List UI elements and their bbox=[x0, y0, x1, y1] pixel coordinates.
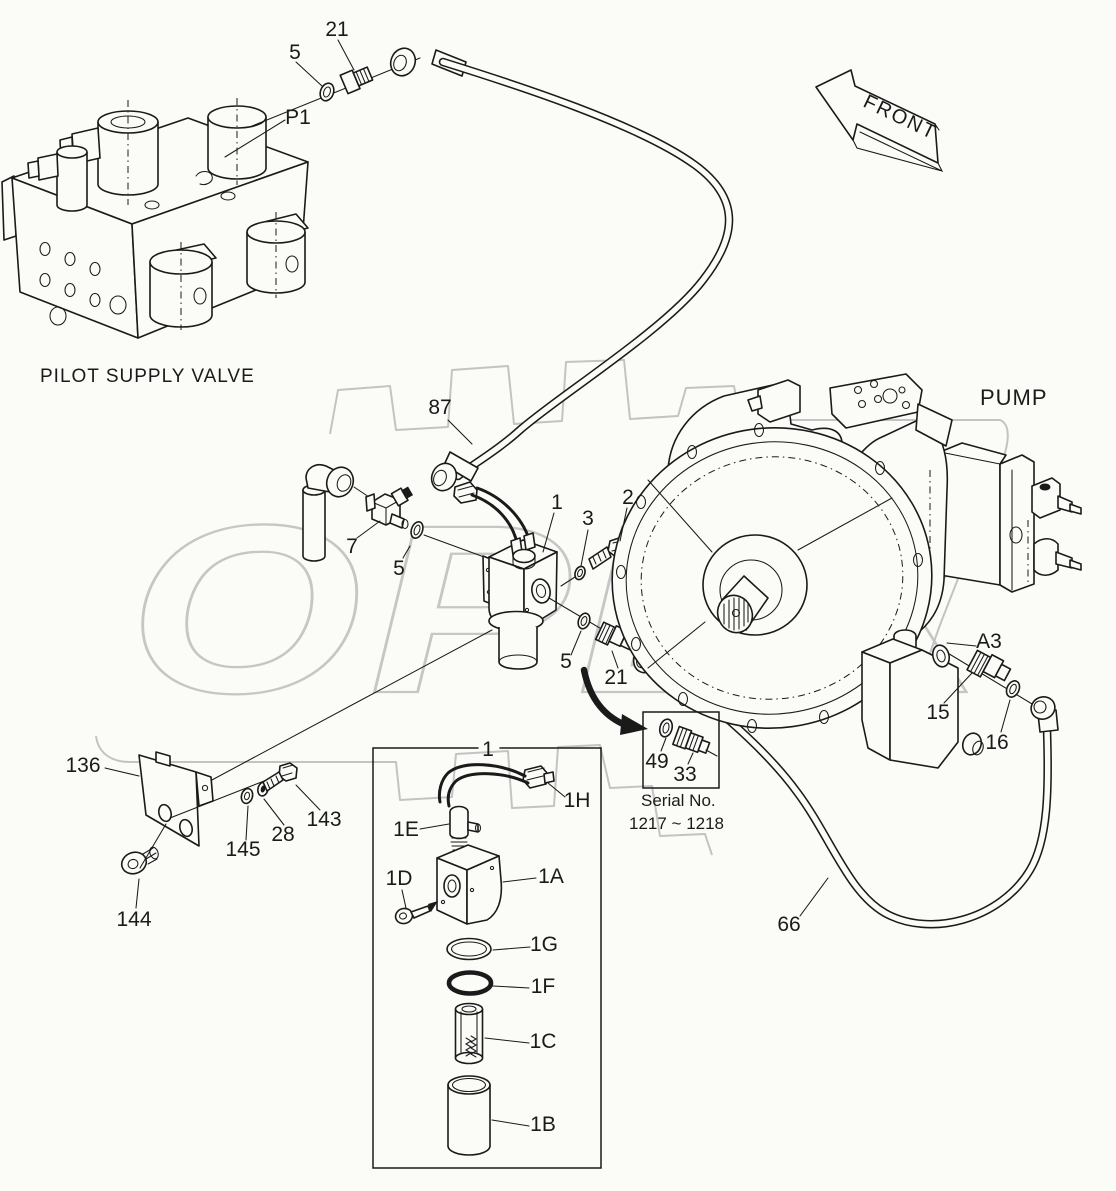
solenoid-cartridge bbox=[149, 242, 217, 330]
sleeve-1b bbox=[447, 1075, 491, 1156]
pilot-valve-title: PILOT SUPPLY VALVE bbox=[40, 366, 255, 387]
callout-3: 3 bbox=[582, 507, 594, 530]
p1-fitting-chain bbox=[251, 47, 467, 127]
plug-144 bbox=[120, 823, 167, 875]
solenoid-cartridge bbox=[27, 145, 88, 212]
pump-valve-block bbox=[861, 629, 984, 769]
callout-28: 28 bbox=[271, 823, 294, 846]
callout-1: 1 bbox=[551, 491, 563, 514]
callout-box-1: 1 bbox=[482, 738, 494, 761]
fitting-15 bbox=[966, 649, 1012, 682]
callout-1g: 1G bbox=[530, 933, 558, 956]
solenoid-cartridge bbox=[59, 100, 159, 205]
pump-assembly bbox=[611, 373, 1082, 769]
callout-1c: 1C bbox=[530, 1030, 557, 1053]
valve-face-holes bbox=[39, 170, 236, 326]
callout-136: 136 bbox=[65, 754, 100, 777]
connector-1h bbox=[437, 763, 555, 808]
callout-21-top: 21 bbox=[325, 18, 348, 41]
serial-note-line1: Serial No. bbox=[641, 791, 716, 810]
o-ring-5-mid bbox=[410, 520, 537, 577]
stud-on-block-7 bbox=[390, 486, 414, 507]
callout-87: 87 bbox=[428, 396, 451, 419]
splined-shaft bbox=[716, 575, 769, 634]
callout-1d: 1D bbox=[386, 867, 413, 890]
bracket-136-assembly bbox=[120, 751, 298, 875]
titles: PILOT SUPPLY VALVE PUMP Serial No. 1217 … bbox=[40, 366, 1048, 833]
callout-5-low: 5 bbox=[560, 650, 572, 673]
callout-1b: 1B bbox=[530, 1113, 556, 1136]
callout-1e: 1E bbox=[393, 818, 419, 841]
solenoid-cartridge bbox=[246, 212, 309, 298]
gear-pump-section bbox=[939, 442, 1082, 593]
callout-a3: A3 bbox=[976, 630, 1002, 653]
callout-33: 33 bbox=[673, 763, 696, 786]
flange-bolt-holes bbox=[615, 422, 924, 734]
callout-16: 16 bbox=[985, 731, 1008, 754]
bracket-mount-leader bbox=[209, 629, 493, 782]
callout-143: 143 bbox=[306, 808, 341, 831]
o-ring-5-top bbox=[319, 82, 335, 102]
serial-note-line2: 1217 ~ 1218 bbox=[629, 814, 724, 833]
callout-66: 66 bbox=[777, 913, 800, 936]
option-arrowhead bbox=[620, 714, 648, 735]
callout-2: 2 bbox=[622, 486, 634, 509]
callout-49: 49 bbox=[645, 750, 668, 773]
pilot-supply-valve bbox=[1, 98, 309, 339]
callout-5-mid: 5 bbox=[393, 557, 405, 580]
washer-3 bbox=[560, 565, 586, 587]
filter-element-1c bbox=[454, 1002, 484, 1065]
callout-5-top: 5 bbox=[289, 41, 301, 64]
callout-7: 7 bbox=[346, 535, 358, 558]
callout-144: 144 bbox=[116, 908, 151, 931]
callout-p1: P1 bbox=[285, 106, 311, 129]
pump-title: PUMP bbox=[980, 385, 1048, 410]
elbow-and-block-7 bbox=[302, 463, 414, 562]
callout-1f: 1F bbox=[531, 975, 556, 998]
callout-1a: 1A bbox=[538, 865, 564, 888]
filter-assembly-main bbox=[482, 532, 558, 670]
solenoid-1e bbox=[449, 805, 482, 866]
o-ring-16 bbox=[1005, 680, 1021, 698]
callout-21-low: 21 bbox=[604, 666, 627, 689]
watermark-gear-bottom bbox=[95, 735, 713, 856]
a3-fitting-chain bbox=[945, 649, 1056, 720]
valve-block-1a bbox=[436, 844, 503, 925]
callout-1h: 1H bbox=[564, 789, 591, 812]
callout-15: 15 bbox=[926, 701, 949, 724]
o-ring-1f bbox=[446, 970, 494, 996]
o-ring-49 bbox=[658, 718, 674, 738]
callout-labels: 5 21 P1 87 7 5 1 3 2 5 21 A3 15 16 66 13… bbox=[65, 18, 1008, 1136]
pump-flange bbox=[611, 422, 933, 734]
leader-lines bbox=[104, 39, 1011, 1127]
p1-port-cylinder bbox=[207, 98, 267, 185]
o-ring-1g bbox=[446, 937, 492, 961]
front-direction-arrow: FRONT bbox=[815, 69, 944, 173]
solenoid-connector-and-wires bbox=[453, 481, 531, 545]
washer-145 bbox=[240, 787, 254, 805]
bolt-143 bbox=[262, 762, 298, 792]
fitting-21-top bbox=[339, 66, 374, 95]
callout-145: 145 bbox=[225, 838, 260, 861]
filter-detail-box bbox=[372, 747, 602, 1169]
serial-option-box bbox=[580, 666, 720, 789]
plug-1d bbox=[394, 901, 438, 925]
hose-87 bbox=[430, 57, 734, 492]
